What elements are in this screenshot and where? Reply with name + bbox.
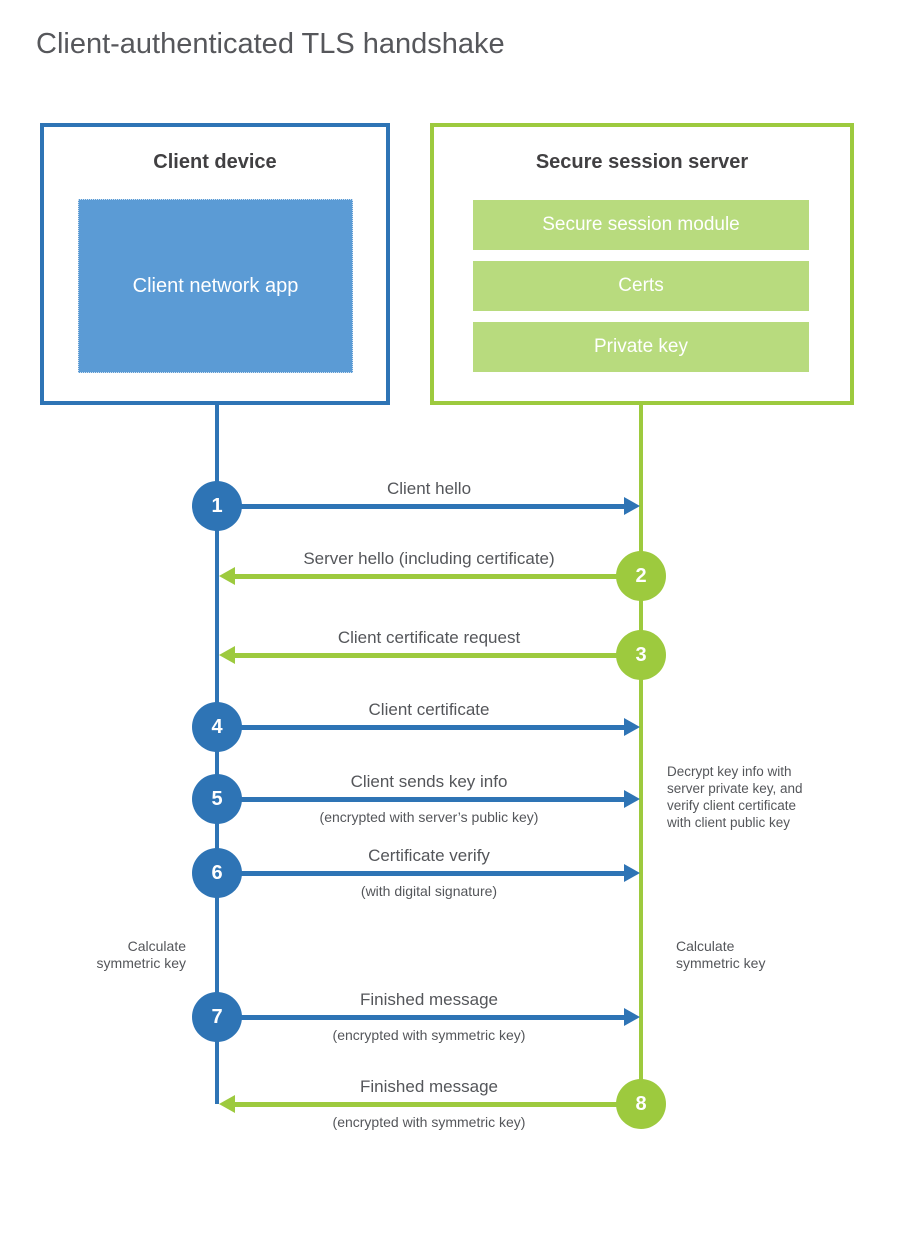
server-certs-bar: Certs: [473, 261, 809, 311]
step-3-badge: 3: [616, 630, 666, 680]
step-3-label: Client certificate request: [337, 628, 521, 647]
step-6-badge: 6: [192, 848, 242, 898]
step-1-badge: 1: [192, 481, 242, 531]
step-6-label: Certificate verify: [368, 846, 490, 865]
step-6-sublabel: (with digital signature): [360, 883, 498, 899]
decrypt-note: Decrypt key info with server private key…: [667, 763, 837, 831]
client-network-app-rect: Client network app: [78, 199, 353, 373]
diagram-title: Client-authenticated TLS handshake: [36, 28, 505, 60]
step-7-arrowhead-icon: [624, 1008, 640, 1026]
step-8-sublabel: (encrypted with symmetric key): [332, 1114, 526, 1130]
server-box: Secure session server Secure session mod…: [430, 123, 854, 405]
step-2-badge: 2: [616, 551, 666, 601]
decrypt-note-line: verify client certificate: [667, 798, 797, 813]
step-1-arrowhead-icon: [624, 497, 640, 515]
server-private-key-bar: Private key: [473, 322, 809, 372]
step-8-arrowhead-icon: [219, 1095, 235, 1113]
step-1-label: Client hello: [386, 479, 472, 498]
step-4-arrow: [240, 725, 624, 730]
step-8-badge: 8: [616, 1079, 666, 1129]
server-title: Secure session server: [535, 151, 749, 173]
step-4-arrowhead-icon: [624, 718, 640, 736]
step-2-arrowhead-icon: [219, 567, 235, 585]
server-module-bar: Secure session module: [473, 200, 809, 250]
step-2-label: Server hello (including certificate): [303, 549, 555, 568]
step-1-arrow: [240, 504, 624, 509]
decrypt-note-line: with client public key: [667, 815, 791, 830]
decrypt-note-line: server private key, and: [667, 781, 803, 796]
calculate-symmetric-key-note-right: Calculate symmetric key: [676, 938, 766, 971]
step-7-badge: 7: [192, 992, 242, 1042]
step-6-arrowhead-icon: [624, 864, 640, 882]
client-lifeline: [215, 405, 219, 1104]
step-8-arrow: [235, 1102, 618, 1107]
step-3-arrow: [235, 653, 618, 658]
step-7-sublabel: (encrypted with symmetric key): [332, 1027, 526, 1043]
step-8-label: Finished message: [360, 1077, 498, 1096]
decrypt-note-line: Decrypt key info with: [667, 764, 792, 779]
step-5-arrow: [240, 797, 624, 802]
server-lifeline: [639, 405, 643, 1104]
step-5-arrowhead-icon: [624, 790, 640, 808]
client-device-title: Client device: [153, 151, 277, 173]
client-network-app-label: Client network app: [132, 274, 299, 297]
step-5-sublabel: (encrypted with server’s public key): [319, 809, 539, 825]
step-6-arrow: [240, 871, 624, 876]
step-2-arrow: [235, 574, 618, 579]
step-4-label: Client certificate: [368, 700, 490, 719]
step-4-badge: 4: [192, 702, 242, 752]
step-7-label: Finished message: [360, 990, 498, 1009]
step-5-badge: 5: [192, 774, 242, 824]
step-5-label: Client sends key info: [350, 772, 508, 791]
step-3-arrowhead-icon: [219, 646, 235, 664]
calculate-symmetric-key-note-left: Calculate symmetric key: [96, 938, 186, 971]
step-7-arrow: [240, 1015, 624, 1020]
client-device-box: Client device Client network app: [40, 123, 390, 405]
